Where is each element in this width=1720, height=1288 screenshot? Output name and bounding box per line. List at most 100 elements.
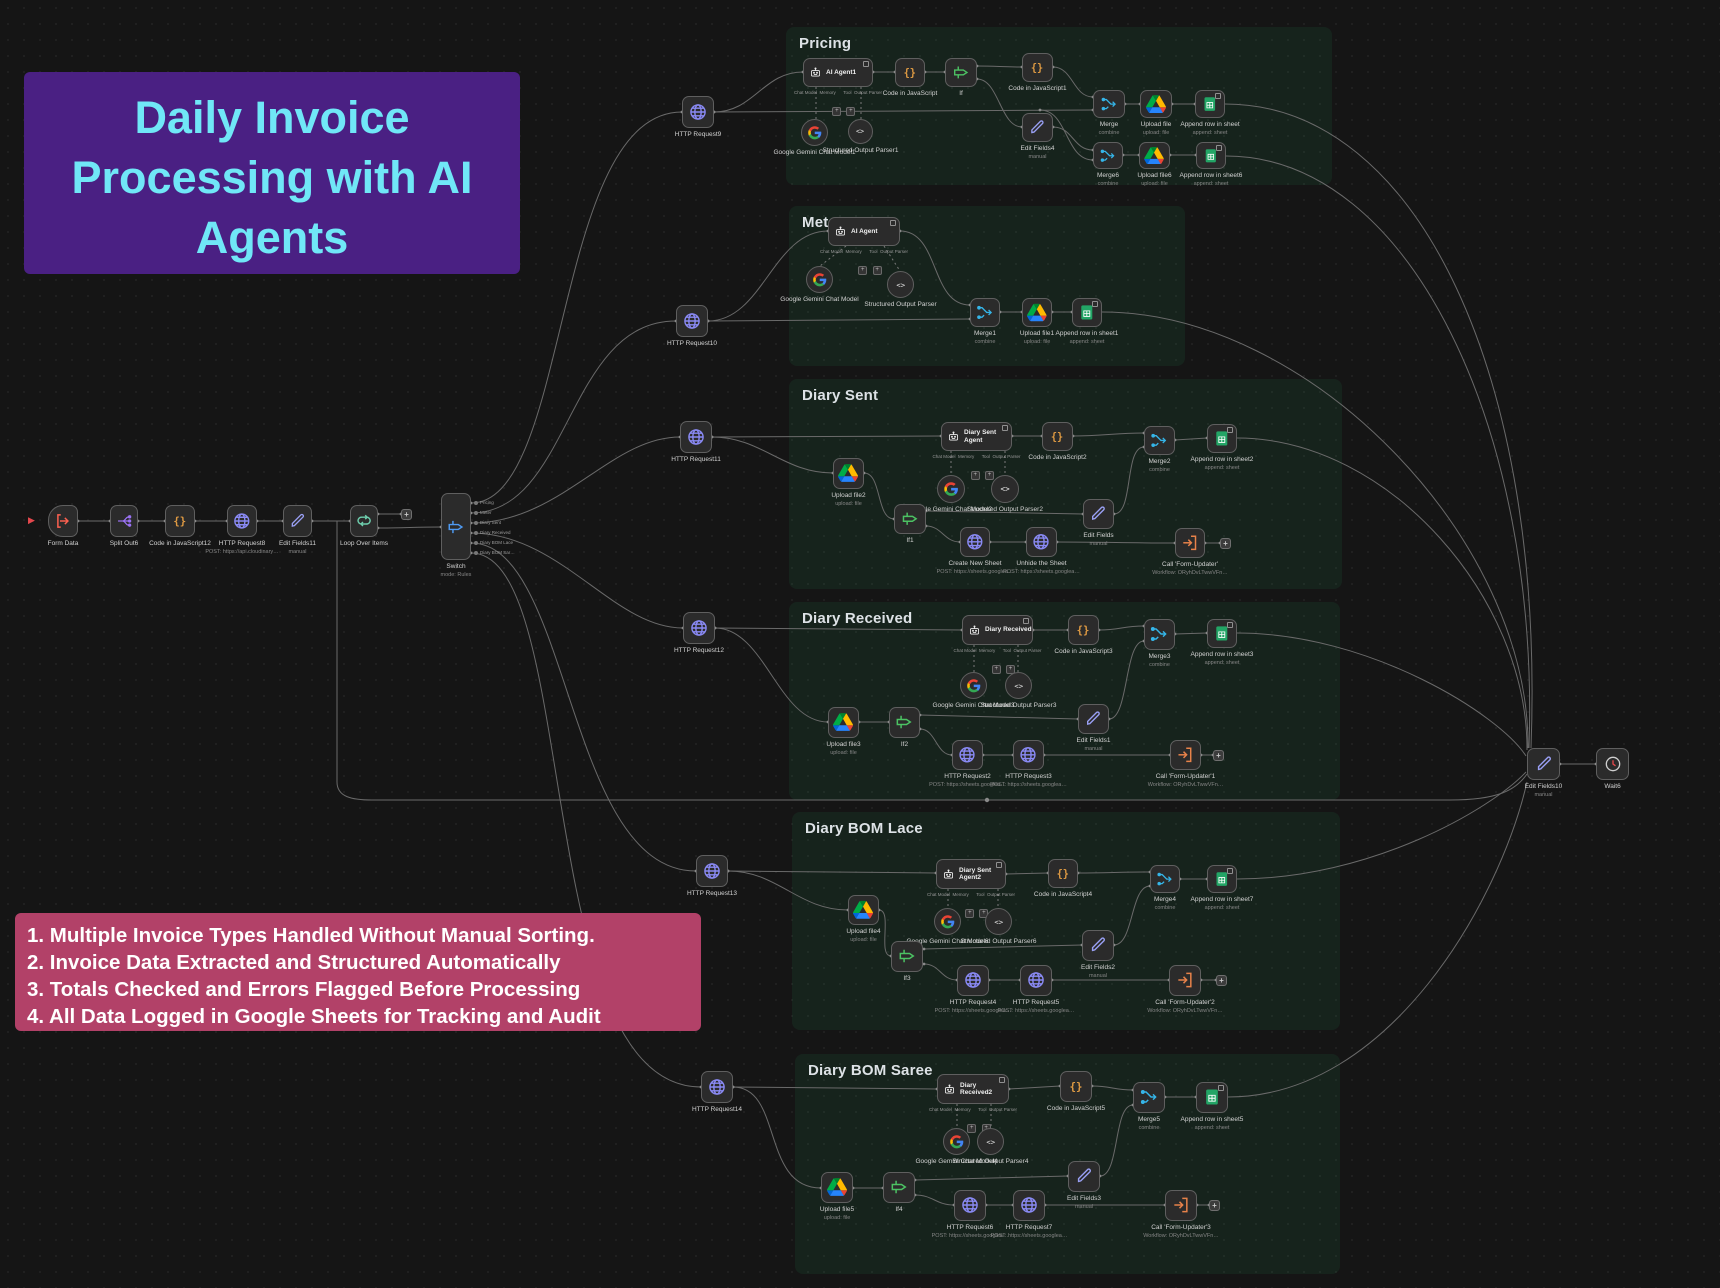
output-port-dot[interactable] (474, 500, 478, 505)
http-request6-node[interactable] (954, 1190, 986, 1221)
call-form-updater2-node[interactable] (1169, 965, 1201, 996)
http-request11-node[interactable] (680, 421, 712, 453)
switch-output-4[interactable]: Diary BOM Lace (474, 540, 513, 545)
switch-output-2[interactable]: Diary Sent (474, 520, 501, 525)
if3-node[interactable] (891, 941, 923, 972)
call-plus2-node[interactable]: + (1216, 975, 1227, 986)
http-request5-node[interactable] (1020, 965, 1052, 996)
diary-received2-node[interactable]: Diary Received2 (937, 1074, 1009, 1104)
google-gemini-chat-model6-node[interactable] (934, 908, 961, 935)
structured-output-parser2-node[interactable]: <> (991, 475, 1019, 503)
section-note-diary-bom-lace[interactable]: Diary BOM Lace (792, 812, 1340, 1030)
switch-output-0[interactable]: Pricing (474, 500, 494, 505)
upload-file6-node[interactable] (1139, 142, 1170, 169)
append-row-in-sheet1-node[interactable] (1072, 298, 1102, 327)
code-in-javascript4-node[interactable]: {} (1048, 859, 1078, 888)
add-sub-node-button[interactable]: + (872, 266, 882, 275)
edit-fields10-node[interactable] (1527, 748, 1560, 780)
merge6-node[interactable] (1093, 142, 1123, 169)
ai-agent1-node[interactable]: AI Agent1 (803, 58, 873, 87)
if1-node[interactable] (894, 504, 926, 534)
edit-fields-node[interactable] (1083, 499, 1114, 529)
merge-node[interactable] (1093, 90, 1125, 118)
add-sub-node-button[interactable]: + (858, 266, 868, 275)
http-request14-node[interactable] (701, 1071, 733, 1103)
http-request12-node[interactable] (683, 612, 715, 644)
code-in-javascript-node[interactable]: {} (895, 58, 925, 87)
upload-file5-node[interactable] (821, 1172, 853, 1203)
output-port-dot[interactable] (474, 510, 478, 515)
structured-output-parser6-node[interactable]: <> (985, 908, 1012, 935)
http-request7-node[interactable] (1013, 1190, 1045, 1221)
merge3-node[interactable] (1144, 619, 1175, 650)
add-sub-node-button[interactable]: + (846, 107, 856, 116)
structured-output-parser4-node[interactable]: <> (977, 1128, 1004, 1155)
append-row-in-sheet5-node[interactable] (1196, 1082, 1228, 1113)
code-in-javascript12-node[interactable]: {} (165, 505, 195, 537)
section-note-pricing[interactable]: Pricing (786, 27, 1332, 185)
diary-sent-agent-node[interactable]: Diary Sent Agent (941, 422, 1012, 451)
add-sub-node-button[interactable]: + (991, 665, 1001, 674)
merge4-node[interactable] (1150, 865, 1180, 893)
edit-fields2-node[interactable] (1082, 930, 1114, 961)
add-sub-node-button[interactable]: + (965, 909, 975, 918)
section-note-diary-received[interactable]: Diary Received (789, 602, 1340, 800)
google-gemini-chat-model3-node[interactable] (960, 672, 987, 699)
edit-fields11-node[interactable] (283, 505, 312, 537)
http-request10-node[interactable] (676, 305, 708, 337)
http-request9-node[interactable] (682, 96, 714, 128)
upload-file4-node[interactable] (848, 895, 879, 925)
switch-output-1[interactable]: Meter (474, 510, 492, 515)
call-plus1-node[interactable]: + (1213, 750, 1224, 761)
structured-output-parser1-node[interactable]: <> (848, 119, 873, 144)
merge2-node[interactable] (1144, 426, 1175, 455)
google-gemini-chat-model-node[interactable] (806, 266, 833, 293)
output-port-dot[interactable] (474, 530, 478, 535)
code-in-javascript3-node[interactable]: {} (1068, 615, 1099, 645)
switch-node[interactable] (441, 493, 471, 560)
code-in-javascript2-node[interactable]: {} (1042, 422, 1073, 451)
upload-file1-node[interactable] (1022, 298, 1052, 327)
call-form-updater-node[interactable] (1175, 528, 1205, 558)
diary-sent-agent2-node[interactable]: Diary Sent Agent2 (936, 859, 1006, 889)
loop-over-items-node[interactable] (350, 505, 378, 537)
loop-plus-node[interactable]: + (401, 509, 412, 520)
http-request4-node[interactable] (957, 965, 989, 996)
switch-output-5[interactable]: Diary BOM Sar… (474, 550, 515, 555)
output-port-dot[interactable] (474, 520, 478, 525)
output-port-dot[interactable] (474, 540, 478, 545)
workflow-title-note[interactable]: Daily Invoice Processing with AI Agents (24, 72, 520, 274)
call-form-updater1-node[interactable] (1170, 740, 1201, 770)
append-row-in-sheet7-node[interactable] (1207, 865, 1237, 893)
merge5-node[interactable] (1133, 1082, 1165, 1113)
if4-node[interactable] (883, 1172, 915, 1203)
section-note-diary-sent[interactable]: Diary Sent (789, 379, 1342, 589)
upload-file3-node[interactable] (828, 707, 859, 738)
append-row-in-sheet3-node[interactable] (1207, 619, 1237, 648)
http-request13-node[interactable] (696, 855, 728, 887)
workflow-summary-note[interactable]: 1. Multiple Invoice Types Handled Withou… (15, 913, 701, 1031)
append-row-in-sheet2-node[interactable] (1207, 424, 1237, 453)
if-node[interactable] (945, 58, 977, 87)
create-new-sheet-node[interactable] (960, 527, 990, 557)
add-sub-node-button[interactable]: + (985, 471, 995, 480)
if2-node[interactable] (889, 707, 920, 738)
upload-file-node[interactable] (1140, 90, 1172, 118)
unhide-the-sheet-node[interactable] (1026, 527, 1057, 557)
switch-output-3[interactable]: Diary Received (474, 530, 511, 535)
merge1-node[interactable] (970, 298, 1000, 327)
http-request2-node[interactable] (952, 740, 983, 770)
call-plus-node[interactable]: + (1220, 538, 1231, 549)
edit-fields1-node[interactable] (1078, 704, 1109, 734)
edit-fields3-node[interactable] (1068, 1161, 1100, 1192)
append-row-in-sheet-node[interactable] (1195, 90, 1225, 118)
diary-received-agent-node[interactable]: Diary Received (962, 615, 1033, 645)
ai-agent-node[interactable]: AI Agent (828, 217, 900, 246)
call-form-updater3-node[interactable] (1165, 1190, 1197, 1221)
code-in-javascript5-node[interactable]: {} (1060, 1071, 1092, 1102)
form-data-node[interactable] (48, 505, 78, 537)
add-sub-node-button[interactable]: + (832, 107, 842, 116)
http-request3-node[interactable] (1013, 740, 1044, 770)
google-gemini-chat-model4-node[interactable] (943, 1128, 970, 1155)
